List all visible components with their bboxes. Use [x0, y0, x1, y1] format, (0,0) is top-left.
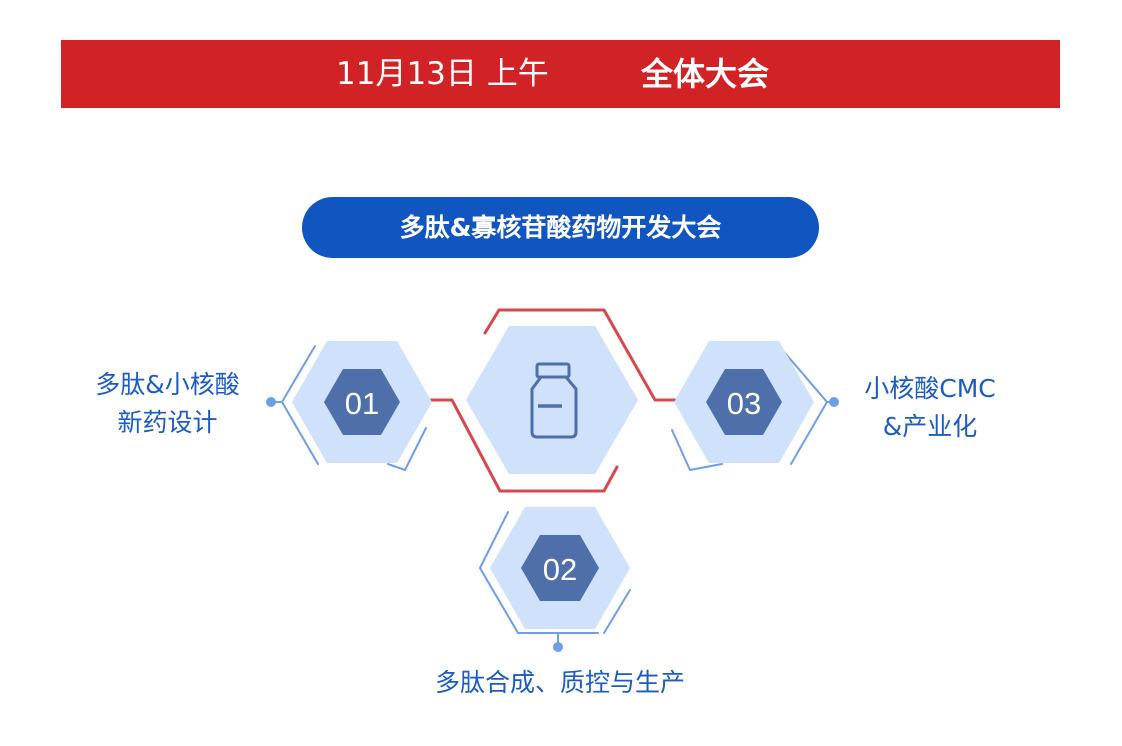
topic-label-01-line-1: 多肽&小核酸 — [95, 370, 240, 399]
topic-label-03: 小核酸CMC &产业化 — [845, 370, 1015, 446]
main-title-pill: 多肽&寡核苷酸药物开发大会 — [302, 197, 819, 258]
topic-label-01-line-2: 新药设计 — [117, 408, 218, 437]
topic-number-03: 03 — [727, 386, 761, 421]
topic-label-01: 多肽&小核酸 新药设计 — [60, 366, 275, 442]
topic-hexagon-03: 03 — [671, 341, 829, 472]
topic-label-03-line-2: &产业化 — [882, 412, 978, 441]
red-connectors — [426, 308, 682, 493]
connector-bottom — [426, 398, 619, 493]
anchor-dot-left — [266, 397, 276, 407]
header-banner: 11月13日 上午 全体大会 — [61, 40, 1060, 108]
center-hexagon-shape — [466, 326, 638, 474]
topic-label-02: 多肽合成、质控与生产 — [370, 664, 750, 702]
topic-label-02-line-1: 多肽合成、质控与生产 — [434, 668, 685, 697]
anchor-dot-bottom — [553, 642, 563, 652]
topic-number-02: 02 — [543, 552, 577, 587]
anchor-dot-right — [829, 397, 839, 407]
center-hexagon — [466, 326, 638, 474]
session-title: 全体大会 — [641, 55, 770, 93]
session-date-time: 11月13日 上午 — [336, 56, 549, 92]
label-anchors — [266, 397, 839, 652]
topic-hexagon-01: 01 — [280, 341, 432, 472]
topic-label-03-line-1: 小核酸CMC — [864, 374, 996, 403]
topic-hexagon-02: 02 — [478, 507, 631, 634]
connector-top — [483, 308, 682, 402]
topic-number-01: 01 — [345, 386, 379, 421]
medicine-bottle-icon — [530, 362, 578, 439]
